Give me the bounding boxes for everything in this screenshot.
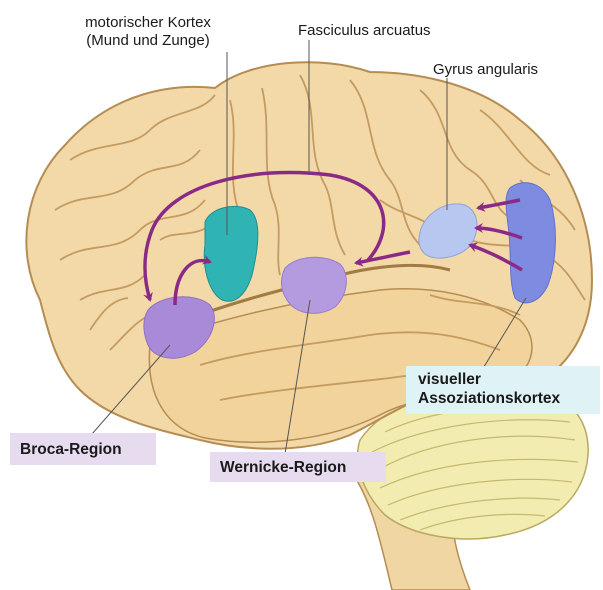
- visual-label-line1: visueller: [418, 370, 600, 389]
- broca-label: Broca-Region: [10, 433, 156, 465]
- visual-label-line2: Assoziationskortex: [418, 389, 600, 408]
- wernicke-area: [281, 257, 346, 313]
- gyrus-angularis-label: Gyrus angularis: [433, 61, 538, 79]
- motor-cortex-label-line2: (Mund und Zunge): [68, 32, 228, 50]
- visual-association-label: visueller Assoziationskortex: [406, 366, 600, 414]
- motor-cortex-label-line1: motorischer Kortex: [68, 14, 228, 32]
- wernicke-label: Wernicke-Region: [210, 452, 386, 482]
- fasciculus-label: Fasciculus arcuatus: [298, 22, 431, 40]
- motor-cortex-label: motorischer Kortex (Mund und Zunge): [68, 14, 228, 50]
